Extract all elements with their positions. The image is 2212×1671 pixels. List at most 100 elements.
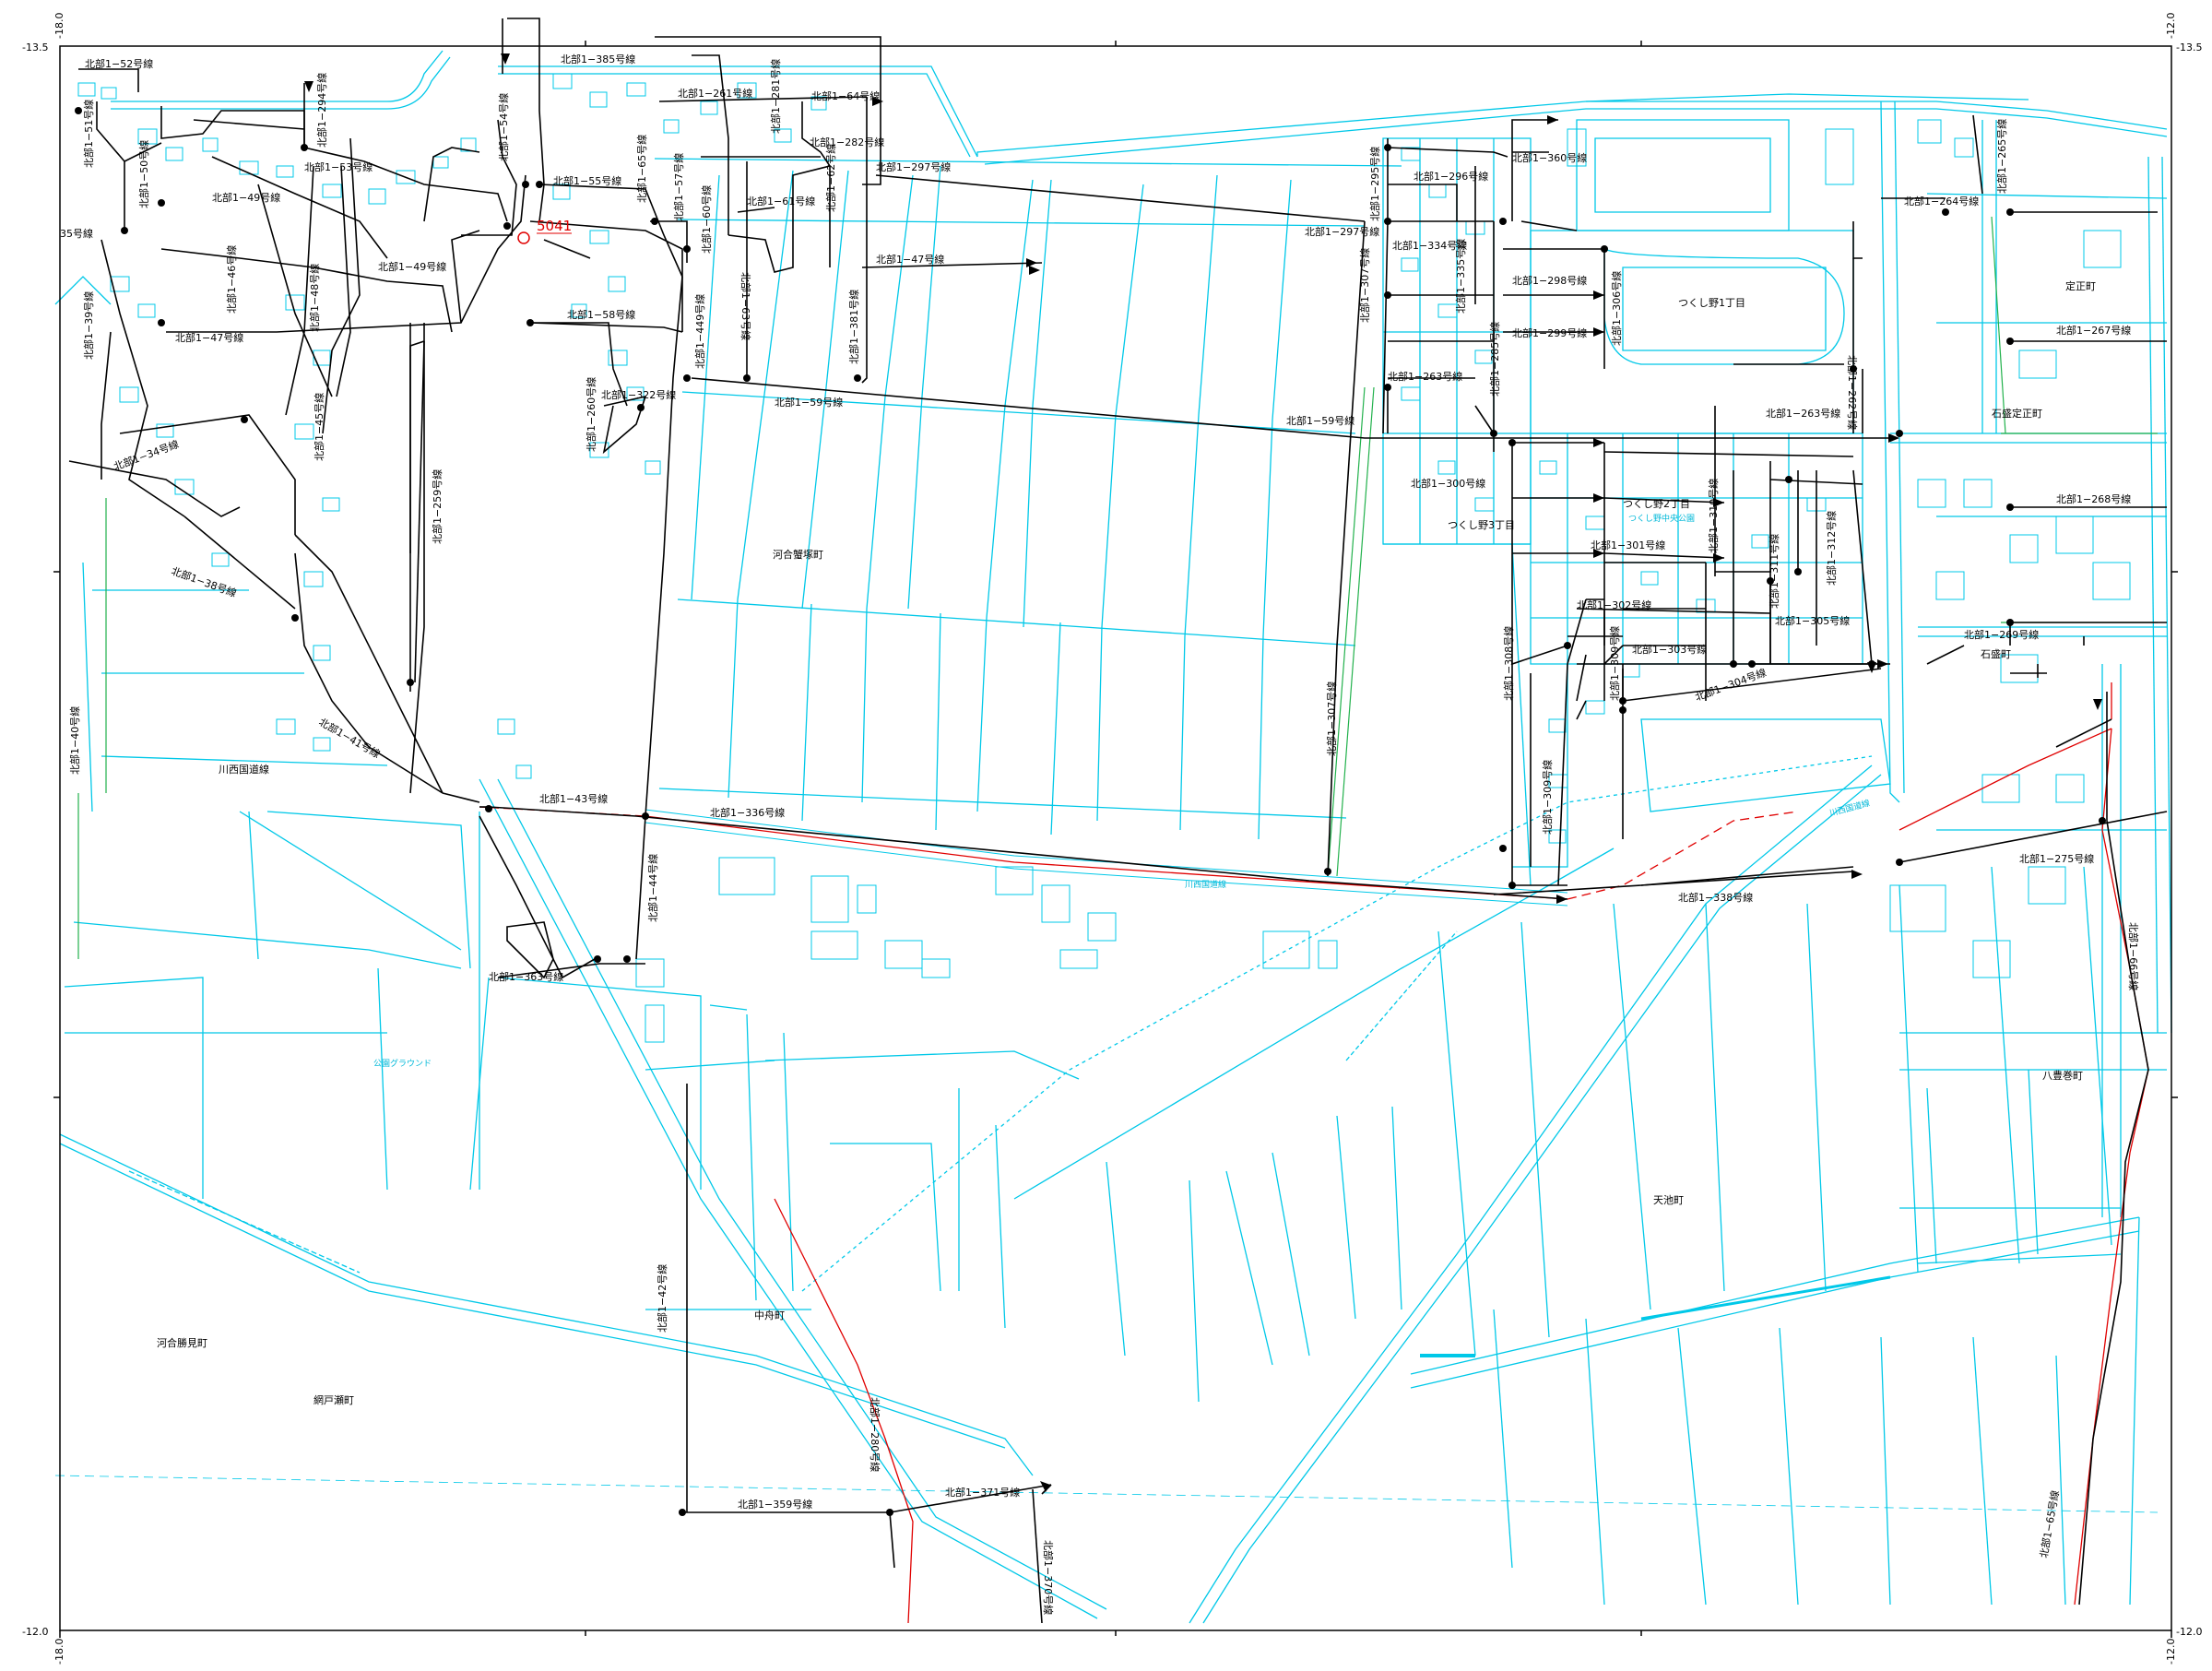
route-label: 北部1−53号線: [304, 160, 373, 173]
route-label: 北部1−269号線: [1964, 628, 2039, 641]
road-name-label: 川西国道線: [219, 763, 269, 776]
route-label: 北部1−371号線: [945, 1486, 1020, 1499]
route-label: 北部1−307号線: [1358, 248, 1371, 323]
route-label: 北部1−62号線: [824, 144, 837, 212]
route-label: 北部1−51号線: [82, 100, 95, 168]
marker-5041[interactable]: 5041: [517, 218, 572, 244]
route-label: 北部1−295号線: [1368, 147, 1381, 221]
route-label: 北部1−65号線: [635, 135, 648, 203]
route-label: 北部1−264号線: [1904, 195, 1979, 207]
route-label: 北部1−297号線: [876, 160, 951, 173]
route-label: 北部1−296号線: [1414, 170, 1488, 183]
route-label: 北部1−43号線: [539, 792, 608, 805]
route-label: 北部1−47号線: [876, 253, 944, 266]
route-label: 北部1−298号線: [1512, 274, 1587, 287]
route-label: 北部1−39号線: [82, 291, 95, 360]
route-label: 北部1−61号線: [747, 195, 815, 207]
route-label: 北部1−301号線: [1591, 539, 1665, 551]
route-label: 北部1−59号線: [1286, 414, 1354, 427]
route-label: 北部1−262号線: [1846, 355, 1859, 430]
route-label: 北部1−322号線: [601, 388, 676, 401]
corner-label: -12.0: [2165, 1639, 2177, 1665]
map-frame-border: [53, 41, 2178, 1638]
route-label: 北部1−299号線: [1512, 326, 1587, 339]
corner-label: -13.5: [2176, 41, 2202, 53]
corner-label: -18.0: [53, 1639, 65, 1665]
area-label: 天池町: [1653, 1194, 1684, 1206]
route-label: 北部1−58号線: [567, 308, 635, 321]
route-label: 北部1−47号線: [175, 331, 243, 344]
area-names: 河合蟹塚町 つくし野1丁目 つくし野2丁目 つくし野3丁目 定正町 石盛町 石盛…: [157, 279, 2096, 1406]
route-label: 北部1−60号線: [700, 185, 713, 254]
route-label: 北部1−265号線: [1995, 119, 2008, 194]
route-label: 北部1−267号線: [2056, 324, 2131, 337]
route-labels: 北部1−52号線 北部1−51号線 北部1−50号線 35号線 北部1−385号…: [60, 53, 2140, 1615]
route-label: 北部1−59号線: [775, 396, 843, 409]
route-label: 北部1−45号線: [313, 393, 325, 461]
highlight-road-border: [645, 809, 1568, 907]
corner-coordinates: -13.5 -18.0 -13.5 -12.0 -12.0 -18.0 -12.…: [22, 13, 2202, 1665]
corner-label: -12.0: [2176, 1626, 2202, 1638]
route-label: 北部1−46号線: [225, 245, 238, 314]
route-label: 北部1−55号線: [553, 174, 621, 187]
route-label: 北部1−363号線: [489, 970, 563, 983]
area-label: つくし野2丁目: [1623, 498, 1690, 510]
route-label: 北部1−57号線: [672, 153, 685, 221]
route-label: 北部1−302号線: [1577, 598, 1651, 611]
route-label: 北部1−359号線: [738, 1498, 812, 1511]
route-label: 北部1−309号線: [1541, 760, 1554, 835]
route-label: 北部1−282号線: [810, 136, 884, 148]
route-endpoints: [75, 53, 2106, 1516]
route-label: 北部1−281号線: [769, 59, 782, 134]
route-label: 北部1−370号線: [1042, 1540, 1055, 1615]
route-label: 北部1−52号線: [85, 57, 153, 70]
area-label: 石盛町: [1981, 647, 2011, 660]
route-label: 北部1−44号線: [646, 854, 659, 922]
route-label: 北部1−335号線: [1454, 239, 1467, 314]
route-label: 北部1−280号線: [869, 1397, 881, 1472]
route-label: 北部1−312号線: [1825, 511, 1838, 586]
route-label: 北部1−338号線: [1678, 891, 1753, 904]
route-label: 北部1−40号線: [68, 706, 81, 775]
route-label: 北部1−381号線: [847, 290, 860, 364]
marker-circle-icon: [517, 231, 530, 244]
route-label: 35号線: [60, 227, 93, 240]
route-label: 北部1−54号線: [497, 93, 510, 161]
route-label: 北部1−66号線: [2127, 922, 2140, 990]
route-label: 北部1−268号線: [2056, 492, 2131, 505]
route-label: 北部1−263号線: [1766, 407, 1840, 420]
area-label: 石盛定正町: [1992, 407, 2042, 420]
route-label: 北部1−309号線: [1608, 626, 1621, 701]
route-label: 北部1−303号線: [1632, 643, 1707, 656]
ground-label: 公園グラウンド: [373, 1058, 432, 1069]
park-label: つくし野中央公園: [1628, 513, 1695, 524]
route-label: 北部1−42号線: [656, 1264, 668, 1333]
route-label: 北部1−308号線: [1502, 626, 1515, 701]
route-label: 北部1−64号線: [811, 89, 880, 102]
route-label: 北部1−294号線: [315, 73, 328, 148]
route-label: 北部1−310号線: [1707, 479, 1720, 553]
route-network: [68, 18, 2168, 1624]
marker-code: 5041: [537, 218, 572, 234]
route-label: 北部1−63号線: [739, 272, 752, 340]
corner-label: -13.5: [22, 41, 48, 53]
route-label: 北部1−263号線: [1388, 370, 1462, 383]
road-name-label: 川西国道線: [1185, 879, 1226, 890]
route-label: 北部1−50号線: [137, 140, 150, 208]
route-label: 北部1−311号線: [1768, 534, 1780, 609]
route-label: 北部1−305号線: [1775, 614, 1850, 627]
area-label: 定正町: [2065, 279, 2096, 292]
corner-label: -18.0: [53, 13, 65, 39]
route-label: 北部1−336号線: [710, 806, 785, 819]
route-label: 北部1−306号線: [1610, 271, 1623, 346]
route-label: 北部1−297号線: [1305, 225, 1379, 238]
route-label: 北部1−285号線: [1488, 322, 1501, 397]
area-label: つくし野1丁目: [1678, 297, 1745, 309]
area-label: 河合蟹塚町: [773, 548, 823, 561]
route-label: 北部1−260号線: [585, 377, 597, 452]
route-label: 北部1−360号線: [1512, 151, 1587, 164]
route-label: 北部1−334号線: [1392, 239, 1467, 252]
route-label: 北部1−261号線: [678, 87, 752, 100]
